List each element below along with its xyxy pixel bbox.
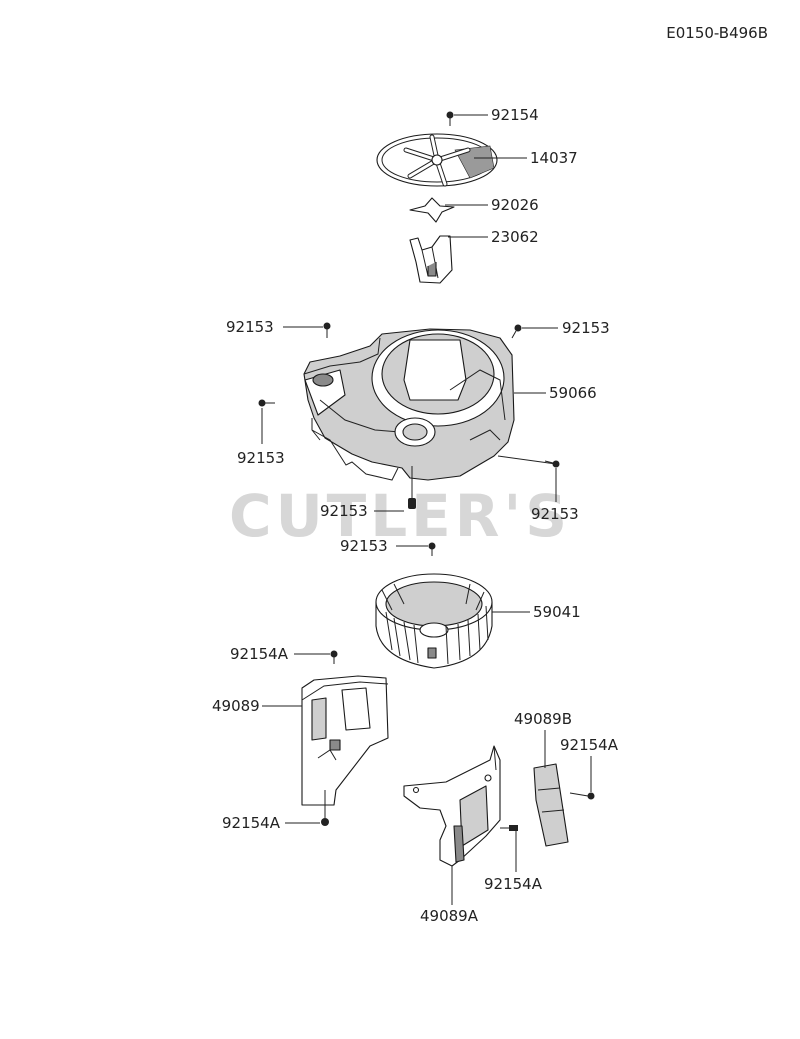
bracket-23062 — [409, 235, 453, 284]
label-92026: 92026 — [491, 196, 539, 214]
spider-92026 — [409, 197, 455, 223]
bolt-92154 — [446, 111, 454, 126]
label-92154: 92154 — [491, 106, 539, 124]
label-92154A-lower-left: 92154A — [222, 814, 281, 832]
rotating-screen-14037 — [376, 133, 498, 187]
cover-49089 — [301, 650, 389, 826]
label-14037: 14037 — [530, 149, 578, 167]
fan-housing-59066 — [303, 328, 515, 481]
label-92153-bottom: 92153 — [320, 502, 368, 520]
label-49089A: 49089A — [420, 907, 479, 925]
label-92153-fan: 92153 — [340, 537, 388, 555]
label-92153-right: 92153 — [531, 505, 579, 523]
label-49089: 49089 — [212, 697, 260, 715]
watermark: CUTLER'S — [229, 482, 571, 550]
label-59041: 59041 — [533, 603, 581, 621]
label-92154A-bottom: 92154A — [484, 875, 543, 893]
fan-59041 — [375, 573, 493, 669]
label-92153-top-right: 92153 — [562, 319, 610, 337]
leader-lines — [261, 114, 592, 905]
label-49089B: 49089B — [514, 710, 572, 728]
label-23062: 23062 — [491, 228, 539, 246]
housing-bolts — [258, 322, 560, 556]
diagram-code: E0150-B496B — [666, 24, 768, 42]
bolt-92154A-d — [500, 825, 518, 831]
label-92153-left: 92153 — [237, 449, 285, 467]
label-92154A-top: 92154A — [230, 645, 289, 663]
cover-49089A — [403, 745, 501, 867]
cover-49089B — [533, 763, 595, 847]
label-59066: 59066 — [549, 384, 597, 402]
label-92154A-right: 92154A — [560, 736, 619, 754]
label-92153-top-left: 92153 — [226, 318, 274, 336]
